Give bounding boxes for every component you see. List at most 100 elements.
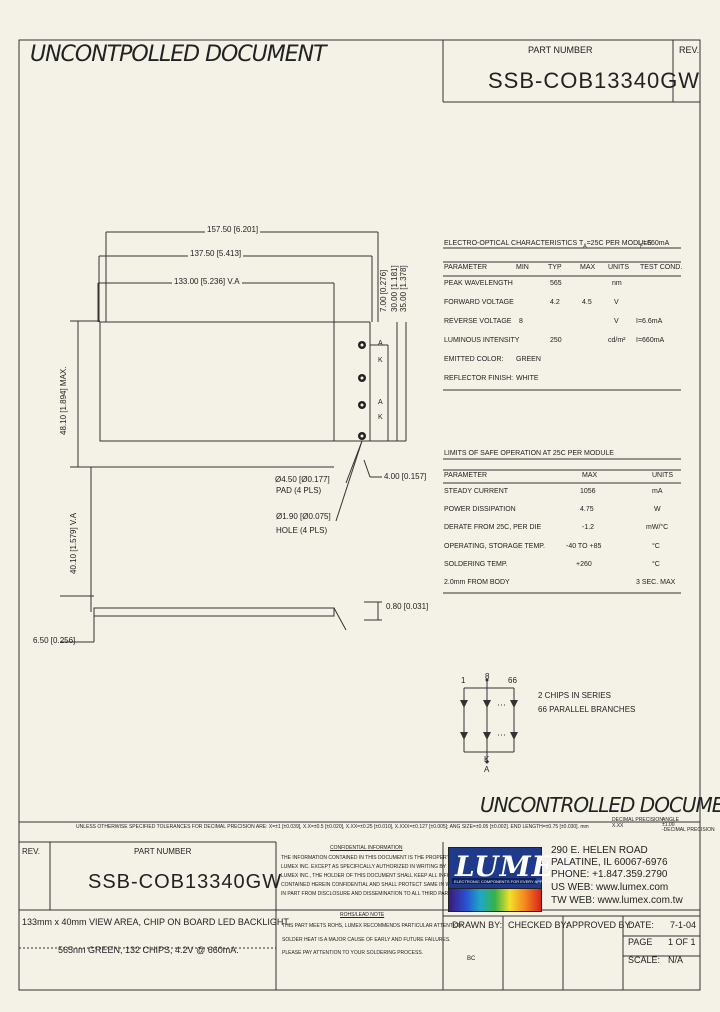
scale-label: SCALE:	[628, 955, 661, 965]
dim-pad-note: PAD (4 PLS)	[276, 486, 322, 495]
safe-cell: W	[654, 506, 661, 513]
tol-angle-val: ±1.00	[662, 822, 675, 828]
safe-cell: DERATE FROM 25C, PER DIE	[444, 524, 542, 531]
eo-cell: V	[614, 299, 619, 306]
eo-cell: GREEN	[516, 356, 541, 363]
safe-cell: 2.0mm FROM BODY	[444, 579, 510, 586]
dim-pad-spacing: 4.00 [0.157]	[384, 472, 427, 481]
eo-header: TEST COND.	[640, 264, 683, 271]
eo-header: UNITS	[608, 264, 629, 271]
watermark-top: UNCONTPOLLED DOCUMENT	[30, 42, 327, 67]
date-value: 7-1-04	[670, 920, 697, 930]
safe-cell: -40 TO +85	[566, 543, 602, 550]
schematic-label-66: 66	[508, 676, 517, 685]
safe-cell: mA	[652, 488, 663, 495]
schematic-note-series: 2 CHIPS IN SERIES	[538, 691, 611, 700]
part-number-label-bottom: PART NUMBER	[134, 847, 192, 856]
address-line: 290 E. HELEN ROAD	[551, 845, 648, 856]
confidential-line: CONTAINED HEREIN CONFIDENTIAL AND SHALL …	[281, 882, 473, 888]
eo-cell: nm	[612, 280, 622, 287]
safe-header: MAX	[582, 472, 598, 479]
tol-angle-note: -DECIMAL PRECISION	[662, 827, 715, 833]
confidential-line: IN PART FROM DISCLOSURE AND DISSEMINATIO…	[281, 891, 461, 897]
eo-cell: REFLECTOR FINISH:	[444, 375, 514, 382]
eo-cell: REVERSE VOLTAGE	[444, 318, 512, 325]
dim-pcb-thickness: 0.80 [0.031]	[386, 602, 429, 611]
rohs-line: THIS PART MEETS ROHS, LUMEX RECOMMENDS P…	[282, 923, 462, 929]
eo-header: TYP	[548, 264, 562, 271]
safe-cell: 1056	[580, 488, 596, 495]
dim-pcb-length: 137.50 [5.413]	[188, 249, 244, 258]
rev-label-bottom: REV.	[22, 847, 40, 856]
tolerance-note: UNLESS OTHERWISE SPECIFIED TOLERANCES FO…	[76, 824, 589, 830]
watermark-bottom: UNCONTROLLED DOCUMENT	[480, 793, 720, 817]
tol-decimal-label: DECIMAL PRECISION	[612, 817, 663, 823]
pin-a-2: A	[378, 399, 383, 406]
eo-cell: cd/m²	[608, 337, 626, 344]
schematic-label-k: K	[484, 755, 490, 764]
safe-cell: -1.2	[582, 524, 595, 531]
dim-height-max: 48.10 [1.894] MAX.	[59, 366, 68, 436]
eo-cell: EMITTED COLOR:	[444, 356, 504, 363]
eo-cell: 250	[550, 337, 562, 344]
eo-cell: 4.2	[550, 299, 560, 306]
dim-va-height: 40.10 [1.579] V.A	[69, 512, 78, 574]
dim-pad-offset-1: 7.00 [0.276]	[379, 269, 388, 312]
safe-cell: STEADY CURRENT	[444, 488, 509, 495]
address-line: PALATINE, IL 60067-6976	[551, 857, 668, 868]
dim-view-area-length: 133.00 [5.236] V.A	[172, 277, 242, 286]
dim-thickness: 6.50 [0.256]	[33, 636, 76, 645]
safe-header: PARAMETER	[444, 472, 488, 479]
description-line-1: 133mm x 40mm VIEW AREA, CHIP ON BOARD LE…	[22, 917, 291, 927]
safe-cell: °C	[652, 561, 660, 568]
eo-header: PARAMETER	[444, 264, 488, 271]
checked-by-label: CHECKED BY:	[508, 920, 569, 930]
schematic-label-1: 1	[461, 676, 466, 685]
safe-cell: +260	[576, 561, 592, 568]
dim-overall-length: 157.50 [6.201]	[205, 225, 261, 234]
eo-cell: WHITE	[516, 375, 539, 382]
safe-cell: °C	[652, 543, 660, 550]
eo-cell: 8	[519, 318, 523, 325]
schematic-label-a: A	[484, 765, 490, 774]
part-number-bottom: SSB-COB13340GW	[88, 871, 283, 893]
safe-title: LIMITS OF SAFE OPERATION AT 25C PER MODU…	[444, 450, 614, 457]
eo-cell: 4.5	[582, 299, 592, 306]
safe-cell: 3 SEC. MAX	[636, 579, 676, 586]
description-line-2: 565nm GREEN, 132 CHIPS, 4.2V @ 660mA.	[58, 945, 239, 955]
eo-cell: FORWARD VOLTAGE	[444, 299, 514, 306]
approved-by-label: APPROVED BY:	[566, 920, 633, 930]
dim-pad-dia: Ø4.50 [Ø0.177]	[275, 475, 330, 484]
rohs-title: ROHS/LEAD NOTE	[340, 912, 385, 918]
lumex-logo-word: LUMEX	[455, 850, 577, 883]
tol-decimal-val: X.XX	[612, 823, 624, 829]
confidential-title: CONFIDENTIAL INFORMATION	[330, 845, 403, 851]
dim-pad-offset-3: 35.00 [1.378]	[399, 265, 408, 312]
led-schematic	[463, 680, 515, 762]
rohs-line: SOLDER HEAT IS A MAJOR CAUSE OF EARLY AN…	[282, 937, 451, 943]
confidential-line: LUMEX INC., THE HOLDER OF THIS DOCUMENT …	[281, 873, 474, 879]
safe-cell: 4.75	[580, 506, 594, 513]
eo-cell: I=6.6mA	[636, 318, 663, 325]
dim-hole-note: HOLE (4 PLS)	[276, 526, 328, 535]
pin-k-1: K	[378, 357, 383, 364]
date-label: DATE:	[628, 920, 654, 930]
safe-cell: SOLDERING TEMP.	[444, 561, 508, 568]
tol-angle-label: ANGLE	[662, 817, 679, 823]
rev-label-top: REV.	[679, 45, 700, 55]
eo-cell: LUMINOUS INTENSITY	[444, 337, 520, 344]
eo-header: MAX	[580, 264, 596, 271]
confidential-line: THE INFORMATION CONTAINED IN THIS DOCUME…	[281, 855, 462, 861]
eo-title: ELECTRO-OPTICAL CHARACTERISTICS TA=25C P…	[444, 240, 652, 250]
eo-cell: 565	[550, 280, 562, 287]
lumex-logo: LUMEX ELECTRONIC COMPONENTS FOR EVERY AP…	[448, 847, 576, 889]
drawn-by-label: DRAWN BY:	[452, 920, 503, 930]
address-line: PHONE: +1.847.359.2790	[551, 869, 668, 880]
logo-rainbow	[448, 888, 542, 912]
pin-a-1: A	[378, 340, 383, 347]
eo-cell: I=660mA	[636, 337, 665, 344]
part-number-label: PART NUMBER	[528, 45, 593, 55]
page-label: PAGE	[628, 937, 653, 947]
